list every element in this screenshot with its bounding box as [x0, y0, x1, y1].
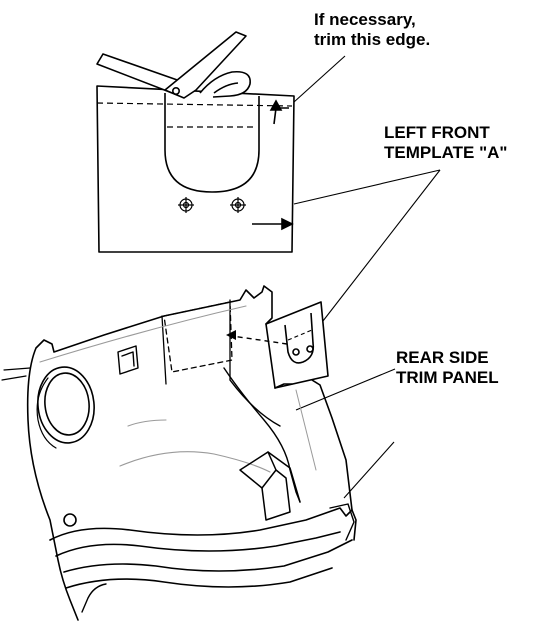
- panel-floor: [49, 507, 353, 573]
- leader-panel: [295, 368, 396, 411]
- callout-trim-edge: If necessary, trim this edge.: [314, 10, 430, 50]
- small-template-dashed: [287, 329, 313, 341]
- callout-template-line1: LEFT FRONT: [384, 123, 490, 142]
- trim-arrow-icon: [269, 99, 289, 125]
- target-mark-right: [230, 197, 246, 213]
- panel-outline: [26, 285, 357, 621]
- small-hole-left: [292, 348, 300, 356]
- callout-template: LEFT FRONT TEMPLATE "A": [384, 123, 507, 163]
- template-a-small: [265, 301, 329, 389]
- leader-panel-lower: [343, 441, 395, 499]
- rear-side-trim-panel: [1, 285, 357, 621]
- template-cutout: [164, 93, 260, 193]
- callout-template-line2: TEMPLATE "A": [384, 143, 508, 162]
- leader-template-large: [293, 169, 441, 205]
- template-sheet: [96, 85, 295, 253]
- template-placement-outline: [163, 301, 233, 373]
- edge-arrow-icon: [252, 217, 294, 231]
- template-a-large: [96, 85, 295, 253]
- leader-trim-edge: [293, 55, 346, 103]
- panel-hole: [63, 513, 77, 527]
- callout-trim-panel: REAR SIDE TRIM PANEL: [396, 348, 499, 388]
- callout-trim-edge-line1: If necessary,: [314, 10, 416, 29]
- small-template-sheet: [265, 301, 329, 389]
- speaker-opening: [36, 366, 95, 449]
- small-hole-right: [306, 345, 314, 353]
- callout-trim-panel-line1: REAR SIDE: [396, 348, 489, 367]
- callout-trim-edge-line2: trim this edge.: [314, 30, 431, 49]
- leader-lines: [293, 55, 441, 499]
- callout-trim-panel-line2: TRIM PANEL: [396, 368, 499, 387]
- scissors-icon: [96, 31, 251, 99]
- target-mark-left: [178, 197, 194, 213]
- panel-clip: [117, 345, 139, 375]
- leader-template-small: [315, 169, 441, 331]
- panel-pocket: [239, 451, 301, 521]
